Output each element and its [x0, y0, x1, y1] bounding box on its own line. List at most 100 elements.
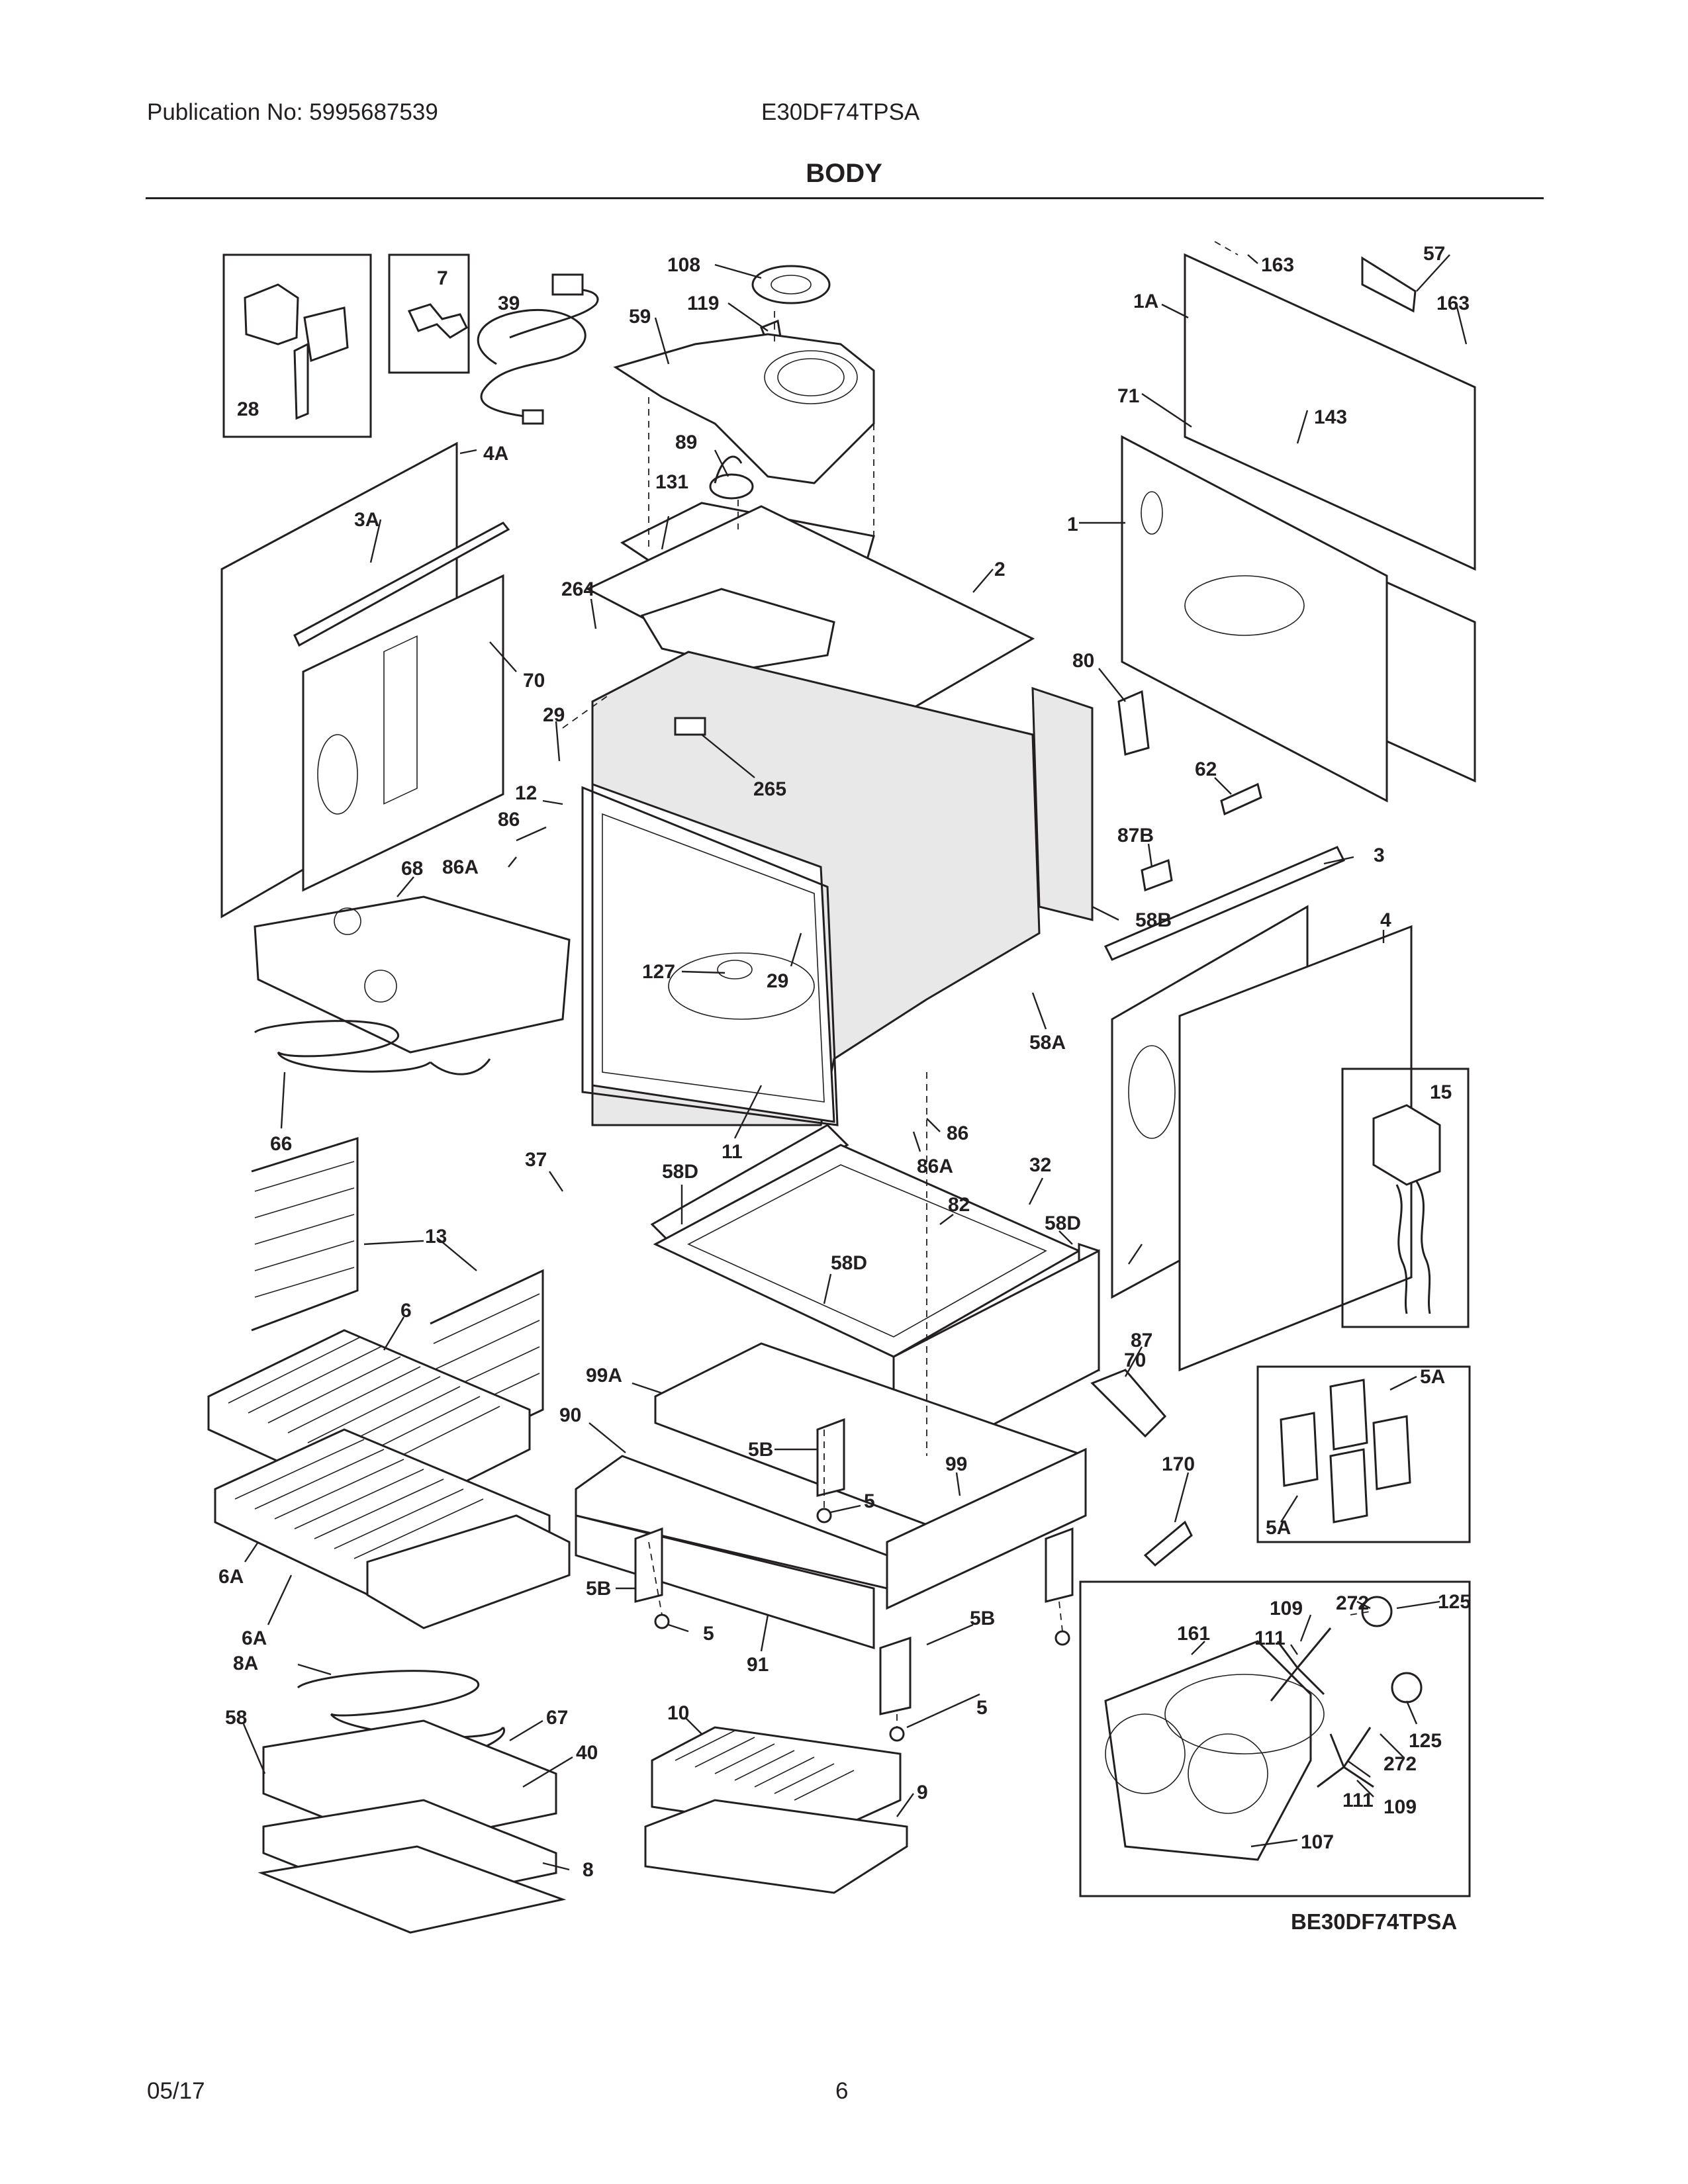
callout-131: 131	[655, 471, 688, 493]
callout-5B-center: 5B	[748, 1439, 773, 1461]
alignment-lines	[562, 241, 1371, 1727]
rack-supports-13	[251, 1136, 544, 1464]
callout-6: 6	[400, 1300, 412, 1322]
publication-number: Publication No: 5995687539	[147, 99, 438, 125]
callout-86A-right: 86A	[917, 1156, 953, 1177]
callout-109-bottom: 109	[1383, 1796, 1417, 1818]
inset-bracket-7	[388, 253, 470, 374]
callout-86A-left: 86A	[442, 856, 479, 878]
callout-12: 12	[515, 782, 537, 804]
callout-99: 99	[945, 1453, 967, 1475]
footer-date: 05/17	[147, 2078, 205, 2104]
callout-2: 2	[994, 559, 1006, 580]
diagram-code: BE30DF74TPSA	[1291, 1909, 1457, 1934]
inset-brackets-28	[222, 253, 372, 438]
callout-119: 119	[687, 293, 719, 314]
callout-10: 10	[667, 1702, 689, 1724]
callout-5B-right: 5B	[970, 1608, 995, 1629]
callout-90: 90	[559, 1404, 581, 1426]
leader-lines	[242, 254, 1468, 1871]
callout-39: 39	[498, 293, 520, 314]
callout-6A-upper: 6A	[218, 1566, 244, 1588]
callout-4A: 4A	[483, 443, 508, 465]
callout-7: 7	[437, 267, 448, 289]
callout-57: 57	[1423, 243, 1445, 265]
callout-143: 143	[1314, 406, 1347, 428]
callout-80: 80	[1072, 650, 1094, 672]
callout-58B: 58B	[1135, 909, 1172, 931]
right-side-panels	[1111, 905, 1413, 1372]
footer-page-number: 6	[835, 2078, 849, 2104]
broil-pan	[644, 1726, 908, 1894]
thermostat-89	[709, 455, 754, 500]
top-panel-2	[585, 505, 1035, 736]
model-number: E30DF74TPSA	[761, 99, 920, 125]
callout-13: 13	[425, 1226, 447, 1248]
callout-3: 3	[1374, 844, 1385, 866]
callout-62: 62	[1195, 758, 1217, 780]
callout-87B: 87B	[1117, 825, 1154, 846]
callout-32: 32	[1029, 1154, 1051, 1176]
oven-racks-6	[207, 1329, 571, 1629]
header-rule	[146, 197, 1544, 199]
small-parts-right	[1103, 690, 1346, 961]
callout-108: 108	[667, 254, 700, 276]
callout-265: 265	[753, 778, 786, 800]
callout-71: 71	[1117, 385, 1139, 407]
broil-element-66	[254, 895, 571, 1075]
callout-labels: 108 119 59 163 57 163 1A 7 28 39 71 143 …	[218, 243, 1471, 1934]
callout-66: 66	[270, 1133, 292, 1155]
left-side-panels	[220, 441, 510, 919]
callout-59: 59	[629, 306, 651, 328]
rear-panels	[1121, 253, 1476, 803]
callout-86-right: 86	[947, 1122, 968, 1144]
callout-5-right: 5	[976, 1697, 988, 1719]
gasket-11	[581, 786, 839, 1126]
callout-89: 89	[675, 432, 697, 453]
callout-5A-top: 5A	[1420, 1366, 1445, 1388]
callout-5-center: 5	[864, 1490, 875, 1512]
callout-99A: 99A	[586, 1365, 622, 1387]
blower-assembly	[613, 265, 875, 484]
callout-58D-center: 58D	[831, 1252, 867, 1274]
callout-29-cavity: 29	[767, 970, 788, 992]
inset-insulation-5A	[1256, 1365, 1471, 1543]
callout-5-left: 5	[703, 1623, 714, 1645]
callout-1: 1	[1067, 514, 1078, 535]
callout-6A-lower: 6A	[242, 1627, 267, 1649]
callout-111-top: 111	[1254, 1627, 1286, 1649]
callout-40: 40	[576, 1742, 598, 1764]
callout-5A-bottom: 5A	[1266, 1517, 1291, 1539]
callout-125-top: 125	[1438, 1591, 1471, 1613]
callout-4: 4	[1380, 909, 1391, 931]
bracket-170	[1143, 1520, 1193, 1567]
callout-86-left: 86	[498, 809, 520, 831]
callout-125-bottom: 125	[1409, 1730, 1442, 1752]
oven-cavity	[591, 651, 1094, 1126]
callout-68: 68	[401, 858, 423, 880]
callout-264: 264	[561, 578, 594, 600]
callout-127: 127	[642, 961, 675, 983]
page-title: BODY	[806, 159, 882, 188]
callout-28: 28	[237, 398, 259, 420]
callout-91: 91	[747, 1654, 769, 1676]
callout-15: 15	[1430, 1081, 1452, 1103]
callout-70-right: 70	[1124, 1349, 1146, 1371]
callout-272-top: 272	[1336, 1592, 1369, 1614]
callout-107: 107	[1301, 1831, 1334, 1853]
callout-272-bottom: 272	[1383, 1753, 1417, 1775]
inset-relay-15	[1341, 1068, 1470, 1328]
callout-58: 58	[225, 1707, 247, 1729]
callout-87: 87	[1131, 1330, 1152, 1351]
callout-170: 170	[1162, 1453, 1195, 1475]
callout-70-left: 70	[523, 670, 545, 692]
callout-58D-top: 58D	[662, 1161, 698, 1183]
callout-37: 37	[525, 1149, 547, 1171]
callout-5B-left: 5B	[586, 1578, 611, 1600]
bake-element-assembly	[258, 1670, 567, 1934]
callout-9: 9	[917, 1782, 928, 1803]
callout-58D-right: 58D	[1045, 1212, 1081, 1234]
callout-109-top: 109	[1270, 1598, 1303, 1619]
callout-11: 11	[722, 1141, 743, 1163]
